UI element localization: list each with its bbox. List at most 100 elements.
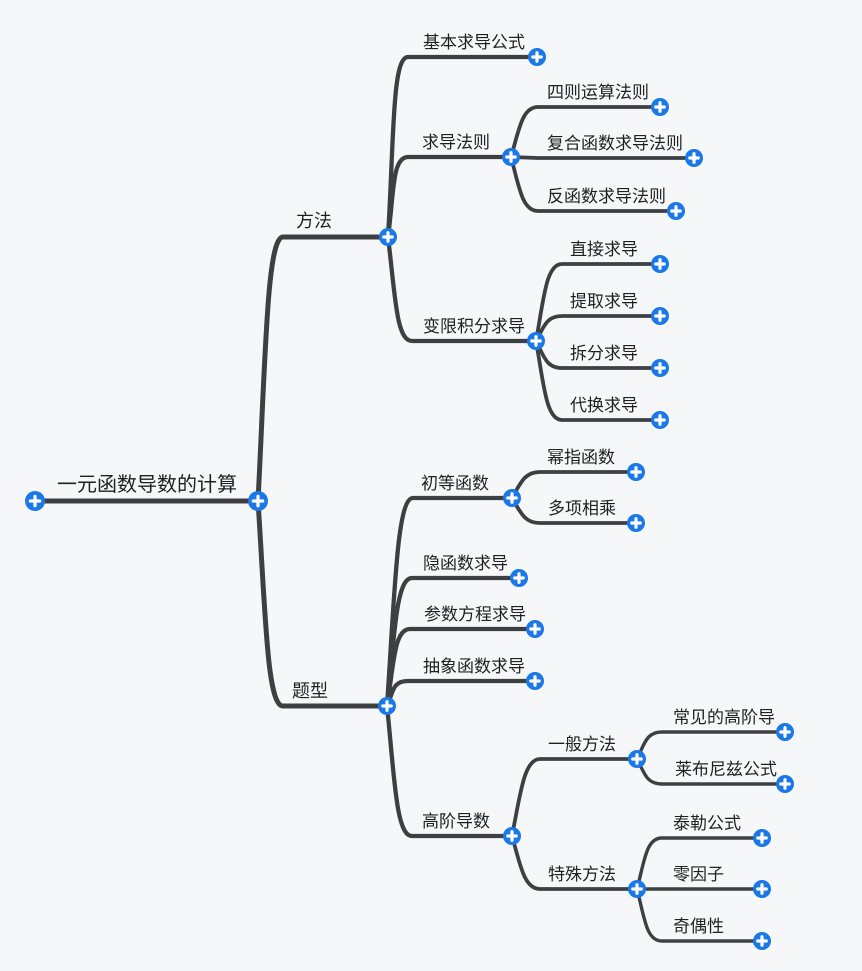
node-label-bianxian[interactable]: 变限积分求导 bbox=[423, 317, 525, 336]
plus-icon bbox=[654, 101, 666, 113]
node-label-laibunizi[interactable]: 莱布尼兹公式 bbox=[675, 760, 777, 779]
plus-icon bbox=[654, 258, 666, 270]
plus-icon bbox=[382, 231, 394, 243]
add-button-chouxiang[interactable] bbox=[526, 672, 544, 690]
add-button-yinhanshu[interactable] bbox=[510, 569, 528, 587]
branch-fuhe bbox=[509, 155, 696, 160]
node-label-chaifen[interactable]: 拆分求导 bbox=[570, 344, 638, 363]
node-label-yiban[interactable]: 一般方法 bbox=[548, 735, 616, 754]
add-button-qiudaofaze[interactable] bbox=[502, 148, 520, 166]
branch-tixing bbox=[255, 498, 390, 709]
branch-tiqu bbox=[534, 314, 662, 343]
add-button-taile[interactable] bbox=[753, 829, 771, 847]
node-label-size[interactable]: 四则运算法则 bbox=[547, 83, 649, 102]
branch-bianxian bbox=[385, 234, 539, 344]
add-button-duoxiang[interactable] bbox=[627, 514, 645, 532]
node-label-canshu[interactable]: 参数方程求导 bbox=[424, 605, 526, 624]
add-button-lingyinzi[interactable] bbox=[753, 880, 771, 898]
node-label-lingyinzi[interactable]: 零因子 bbox=[673, 865, 724, 884]
plus-icon bbox=[513, 572, 525, 584]
plus-icon bbox=[506, 492, 518, 504]
node-label-teshu[interactable]: 特殊方法 bbox=[548, 865, 616, 884]
node-label-yinhanshu[interactable]: 隐函数求导 bbox=[423, 554, 508, 573]
add-button-zhijie[interactable] bbox=[651, 255, 669, 273]
node-label-fanhanshu[interactable]: 反函数求导法则 bbox=[547, 187, 666, 206]
node-label-chudeng[interactable]: 初等函数 bbox=[421, 474, 489, 493]
add-button-qiouxing[interactable] bbox=[753, 932, 771, 950]
plus-icon bbox=[779, 778, 791, 790]
plus-icon bbox=[631, 883, 643, 895]
branch-gaojie bbox=[384, 703, 515, 839]
add-button-canshu[interactable] bbox=[526, 620, 544, 638]
plus-icon bbox=[531, 51, 543, 63]
plus-icon bbox=[756, 832, 768, 844]
add-button-root-left[interactable] bbox=[25, 491, 45, 511]
branch-mizhi bbox=[510, 470, 638, 500]
add-button-laibunizi[interactable] bbox=[776, 775, 794, 793]
node-label-duoxiang[interactable]: 多项相乘 bbox=[548, 499, 616, 518]
add-button-daihuan[interactable] bbox=[651, 411, 669, 429]
plus-icon bbox=[654, 362, 666, 374]
add-button-fanhanshu[interactable] bbox=[667, 202, 685, 220]
branch-changjian bbox=[635, 730, 787, 761]
node-label-jiben[interactable]: 基本求导公式 bbox=[423, 33, 525, 52]
add-button-size[interactable] bbox=[651, 98, 669, 116]
node-label-tiqu[interactable]: 提取求导 bbox=[570, 292, 638, 311]
add-button-gaojie[interactable] bbox=[503, 827, 521, 845]
node-label-fangfa[interactable]: 方法 bbox=[296, 211, 332, 231]
add-button-teshu[interactable] bbox=[628, 880, 646, 898]
add-button-chaifen[interactable] bbox=[651, 359, 669, 377]
node-label-taile[interactable]: 泰勒公式 bbox=[673, 814, 741, 833]
node-label-qiudaofaze[interactable]: 求导法则 bbox=[422, 133, 490, 152]
node-label-chouxiang[interactable]: 抽象函数求导 bbox=[423, 657, 525, 676]
branch-canshu bbox=[384, 626, 538, 709]
plus-icon bbox=[756, 883, 768, 895]
add-button-bianxian[interactable] bbox=[527, 332, 545, 350]
plus-icon bbox=[670, 205, 682, 217]
node-label-qiouxing[interactable]: 奇偶性 bbox=[673, 917, 724, 936]
plus-icon bbox=[506, 830, 518, 842]
add-button-jiben[interactable] bbox=[528, 48, 546, 66]
branch-teshu bbox=[510, 834, 639, 891]
plus-icon bbox=[654, 310, 666, 322]
node-label-fuhe[interactable]: 复合函数求导法则 bbox=[547, 134, 683, 153]
branch-qiudaofaze bbox=[385, 154, 514, 240]
plus-icon bbox=[529, 675, 541, 687]
branch-qiouxing bbox=[635, 887, 764, 943]
plus-icon bbox=[688, 152, 700, 164]
plus-icon bbox=[251, 494, 265, 508]
add-button-mizhi[interactable] bbox=[627, 463, 645, 481]
add-button-chudeng[interactable] bbox=[503, 489, 521, 507]
add-button-yiban[interactable] bbox=[628, 750, 646, 768]
add-button-tiqu[interactable] bbox=[651, 307, 669, 325]
plus-icon bbox=[28, 494, 42, 508]
node-label-mizhi[interactable]: 幂指函数 bbox=[547, 448, 615, 467]
node-label-tixing[interactable]: 题型 bbox=[292, 681, 328, 701]
plus-icon bbox=[530, 335, 542, 347]
add-button-root[interactable] bbox=[248, 491, 268, 511]
add-button-changjian[interactable] bbox=[776, 723, 794, 741]
plus-icon bbox=[529, 623, 541, 635]
plus-icon bbox=[630, 466, 642, 478]
plus-icon bbox=[654, 414, 666, 426]
node-label-changjian[interactable]: 常见的高阶导 bbox=[673, 708, 775, 727]
plus-icon bbox=[779, 726, 791, 738]
branch-zhijie bbox=[534, 262, 662, 343]
add-button-fuhe[interactable] bbox=[685, 149, 703, 167]
node-label-root[interactable]: 一元函数导数的计算 bbox=[57, 473, 237, 496]
branch-fangfa bbox=[255, 234, 391, 504]
node-label-gaojie[interactable]: 高阶导数 bbox=[422, 812, 490, 831]
node-label-zhijie[interactable]: 直接求导 bbox=[570, 240, 638, 259]
add-button-fangfa[interactable] bbox=[379, 228, 397, 246]
add-button-tixing[interactable] bbox=[378, 697, 396, 715]
branch-daihuan bbox=[534, 339, 662, 422]
node-label-daihuan[interactable]: 代换求导 bbox=[570, 396, 638, 415]
plus-icon bbox=[381, 700, 393, 712]
branch-yinhanshu bbox=[384, 575, 522, 709]
branch-fanhanshu bbox=[509, 155, 678, 213]
branch-taile bbox=[635, 836, 764, 891]
branch-layer bbox=[32, 54, 787, 943]
